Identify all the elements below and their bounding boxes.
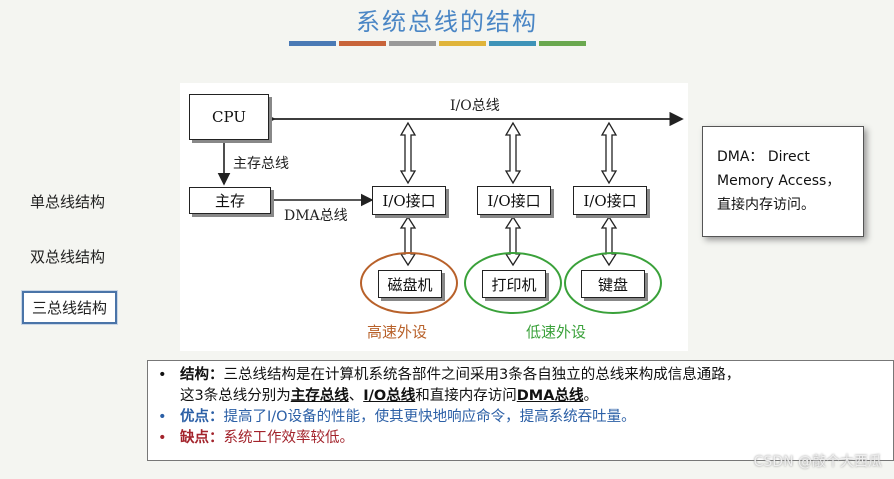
dma-line-2: Memory Access， bbox=[717, 173, 841, 189]
structure-end: 。 bbox=[583, 388, 598, 404]
high-speed-ellipse bbox=[360, 252, 458, 314]
bus-port-arrows bbox=[399, 121, 618, 185]
printer-device: 打印机 bbox=[482, 270, 546, 298]
con-note: • 缺点：系统工作效率较低。 bbox=[158, 428, 887, 449]
memory-bus-label: 主存总线 bbox=[233, 156, 289, 172]
structure-sep: 、 bbox=[348, 388, 364, 404]
sidebar-item-triple-bus[interactable]: 三总线结构 bbox=[22, 291, 118, 324]
pro-text: 提高了I/O设备的性能，使其更快地响应命令，提高系统吞吐量。 bbox=[223, 409, 636, 425]
color-bar-segment bbox=[339, 41, 386, 46]
port-device-arrows bbox=[399, 215, 618, 267]
pro-note: • 优点：提高了I/O设备的性能，使其更快地响应命令，提高系统吞吐量。 bbox=[158, 407, 887, 428]
keyboard-device: 键盘 bbox=[581, 270, 645, 298]
dma-bus-label: DMA总线 bbox=[284, 208, 348, 224]
low-speed-ellipse-2 bbox=[564, 252, 662, 314]
color-bar-segment bbox=[289, 41, 336, 46]
structure-label: 结构： bbox=[180, 367, 224, 383]
structure-text-1: 三总线结构是在计算机系统各部件之间采用3条各自独立的总线来构成信息通路， bbox=[223, 367, 741, 383]
notes-panel: • 结构：三总线结构是在计算机系统各部件之间采用3条各自独立的总线来构成信息通路，… bbox=[147, 360, 894, 461]
color-bar-segment bbox=[389, 41, 436, 46]
diagram-connectors bbox=[217, 111, 684, 314]
structure-note-cont: 这3条总线分别为主存总线、I/O总线和直接内存访问DMA总线。 bbox=[158, 386, 887, 407]
color-bar-segment bbox=[539, 41, 586, 46]
pro-label: 优点： bbox=[180, 409, 224, 425]
high-speed-label: 高速外设 bbox=[367, 323, 428, 341]
bullet-icon: • bbox=[158, 409, 167, 425]
three-bus-diagram: CPU 主存 I/O总线 主存总线 DMA总线 I/O接口 I/O接口 I/O接… bbox=[180, 83, 688, 351]
dma-bus-term: DMA总线 bbox=[516, 388, 584, 404]
io-port-1: I/O接口 bbox=[372, 186, 446, 215]
low-speed-label: 低速外设 bbox=[526, 323, 587, 341]
memory-box: 主存 bbox=[189, 187, 271, 214]
page-title: 系统总线的结构 bbox=[356, 8, 538, 36]
memory-bus-term: 主存总线 bbox=[290, 388, 349, 404]
color-bar-segment bbox=[439, 41, 486, 46]
color-bar-segment bbox=[489, 41, 536, 46]
structure-text-2b: 和直接内存访问 bbox=[415, 388, 517, 404]
cpu-box: CPU bbox=[189, 94, 269, 140]
con-label: 缺点： bbox=[180, 430, 224, 446]
bullet-icon: • bbox=[158, 367, 167, 383]
dma-line-3: 直接内存访问。 bbox=[717, 197, 815, 213]
watermark: CSDN @敲个大西瓜 bbox=[753, 454, 882, 470]
io-bus-term: I/O总线 bbox=[363, 388, 416, 404]
low-speed-ellipse-1 bbox=[464, 252, 562, 314]
structure-text-2a: 这3条总线分别为 bbox=[180, 388, 291, 404]
structure-note: • 结构：三总线结构是在计算机系统各部件之间采用3条各自独立的总线来构成信息通路， bbox=[158, 365, 887, 386]
io-bus-label: I/O总线 bbox=[450, 98, 500, 114]
dma-line-1: DMA： Direct bbox=[717, 149, 810, 165]
io-port-2: I/O接口 bbox=[477, 186, 551, 215]
io-port-3: I/O接口 bbox=[573, 186, 647, 215]
disk-device: 磁盘机 bbox=[378, 270, 442, 298]
sidebar-item-single-bus[interactable]: 单总线结构 bbox=[30, 193, 106, 211]
bullet-icon: • bbox=[158, 430, 167, 446]
sidebar-item-dual-bus[interactable]: 双总线结构 bbox=[30, 248, 106, 266]
con-text: 系统工作效率较低。 bbox=[223, 430, 355, 446]
dma-definition-box: DMA： Direct Memory Access， 直接内存访问。 bbox=[702, 126, 864, 237]
